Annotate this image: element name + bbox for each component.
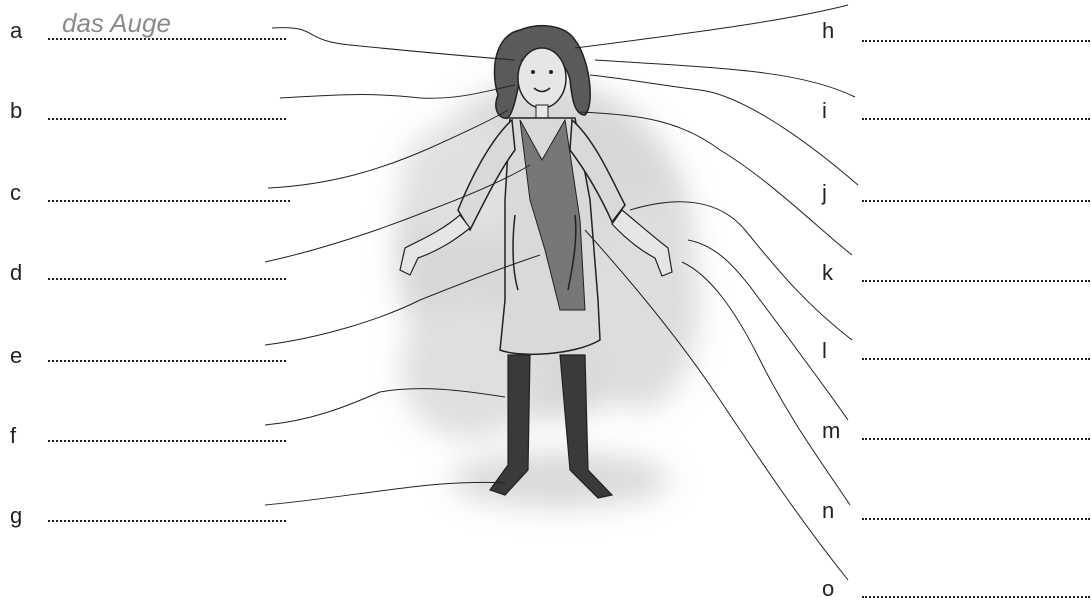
label-letter-h: h [822, 20, 834, 42]
answer-blank-o[interactable] [862, 596, 1090, 598]
answer-blank-l[interactable] [862, 358, 1090, 360]
label-letter-l: l [822, 340, 827, 362]
answer-a: das Auge [62, 10, 171, 36]
answer-blank-n[interactable] [862, 518, 1090, 520]
answer-blank-c[interactable] [48, 200, 290, 202]
label-letter-b: b [10, 100, 22, 122]
answer-blank-g[interactable] [48, 520, 286, 522]
face [518, 48, 566, 108]
answer-blank-f[interactable] [48, 440, 286, 442]
label-letter-c: c [10, 182, 21, 204]
answer-blank-d[interactable] [48, 278, 286, 280]
label-letter-f: f [10, 425, 16, 447]
label-letter-i: i [822, 100, 827, 122]
answer-blank-k[interactable] [862, 280, 1090, 282]
answer-blank-h[interactable] [862, 40, 1090, 42]
label-letter-n: n [822, 500, 834, 522]
label-letter-e: e [10, 345, 22, 367]
answer-blank-a[interactable] [48, 38, 286, 40]
label-letter-j: j [822, 182, 827, 204]
answer-blank-b[interactable] [48, 118, 286, 120]
label-letter-m: m [822, 420, 840, 442]
answer-blank-i[interactable] [862, 118, 1090, 120]
answer-blank-m[interactable] [862, 438, 1090, 440]
label-letter-g: g [10, 505, 22, 527]
label-letter-d: d [10, 262, 22, 284]
label-letter-k: k [822, 262, 833, 284]
answer-blank-j[interactable] [862, 200, 1090, 202]
answer-blank-e[interactable] [48, 360, 286, 362]
label-letter-o: o [822, 578, 834, 600]
label-letter-a: a [10, 20, 22, 42]
